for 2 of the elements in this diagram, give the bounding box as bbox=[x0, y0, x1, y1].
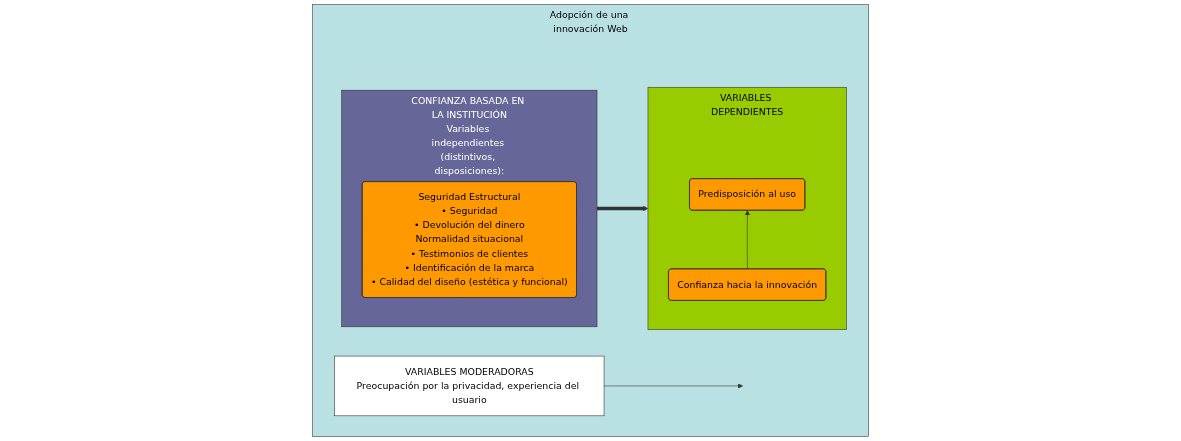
arrow bbox=[597, 205, 649, 212]
node-box: VARIABLES MODERADORAS Preocupación por la privacidad, experiencia del usuario bbox=[334, 355, 605, 417]
